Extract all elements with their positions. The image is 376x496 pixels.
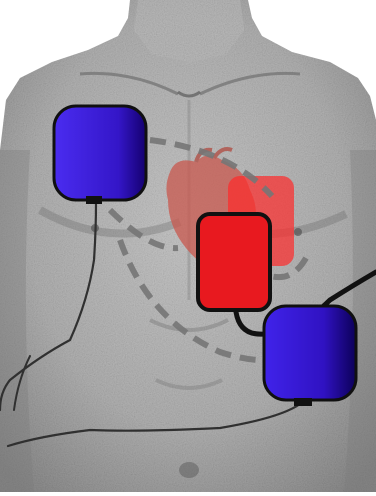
navel — [179, 462, 199, 478]
right-nipple — [294, 228, 302, 236]
blue-electrode-pad-upper — [54, 106, 146, 204]
red-electrode-pad-front — [198, 214, 270, 310]
blue-electrode-pad-lower — [264, 306, 356, 406]
pad-connector-lower — [294, 398, 312, 406]
pad-connector — [86, 196, 102, 204]
